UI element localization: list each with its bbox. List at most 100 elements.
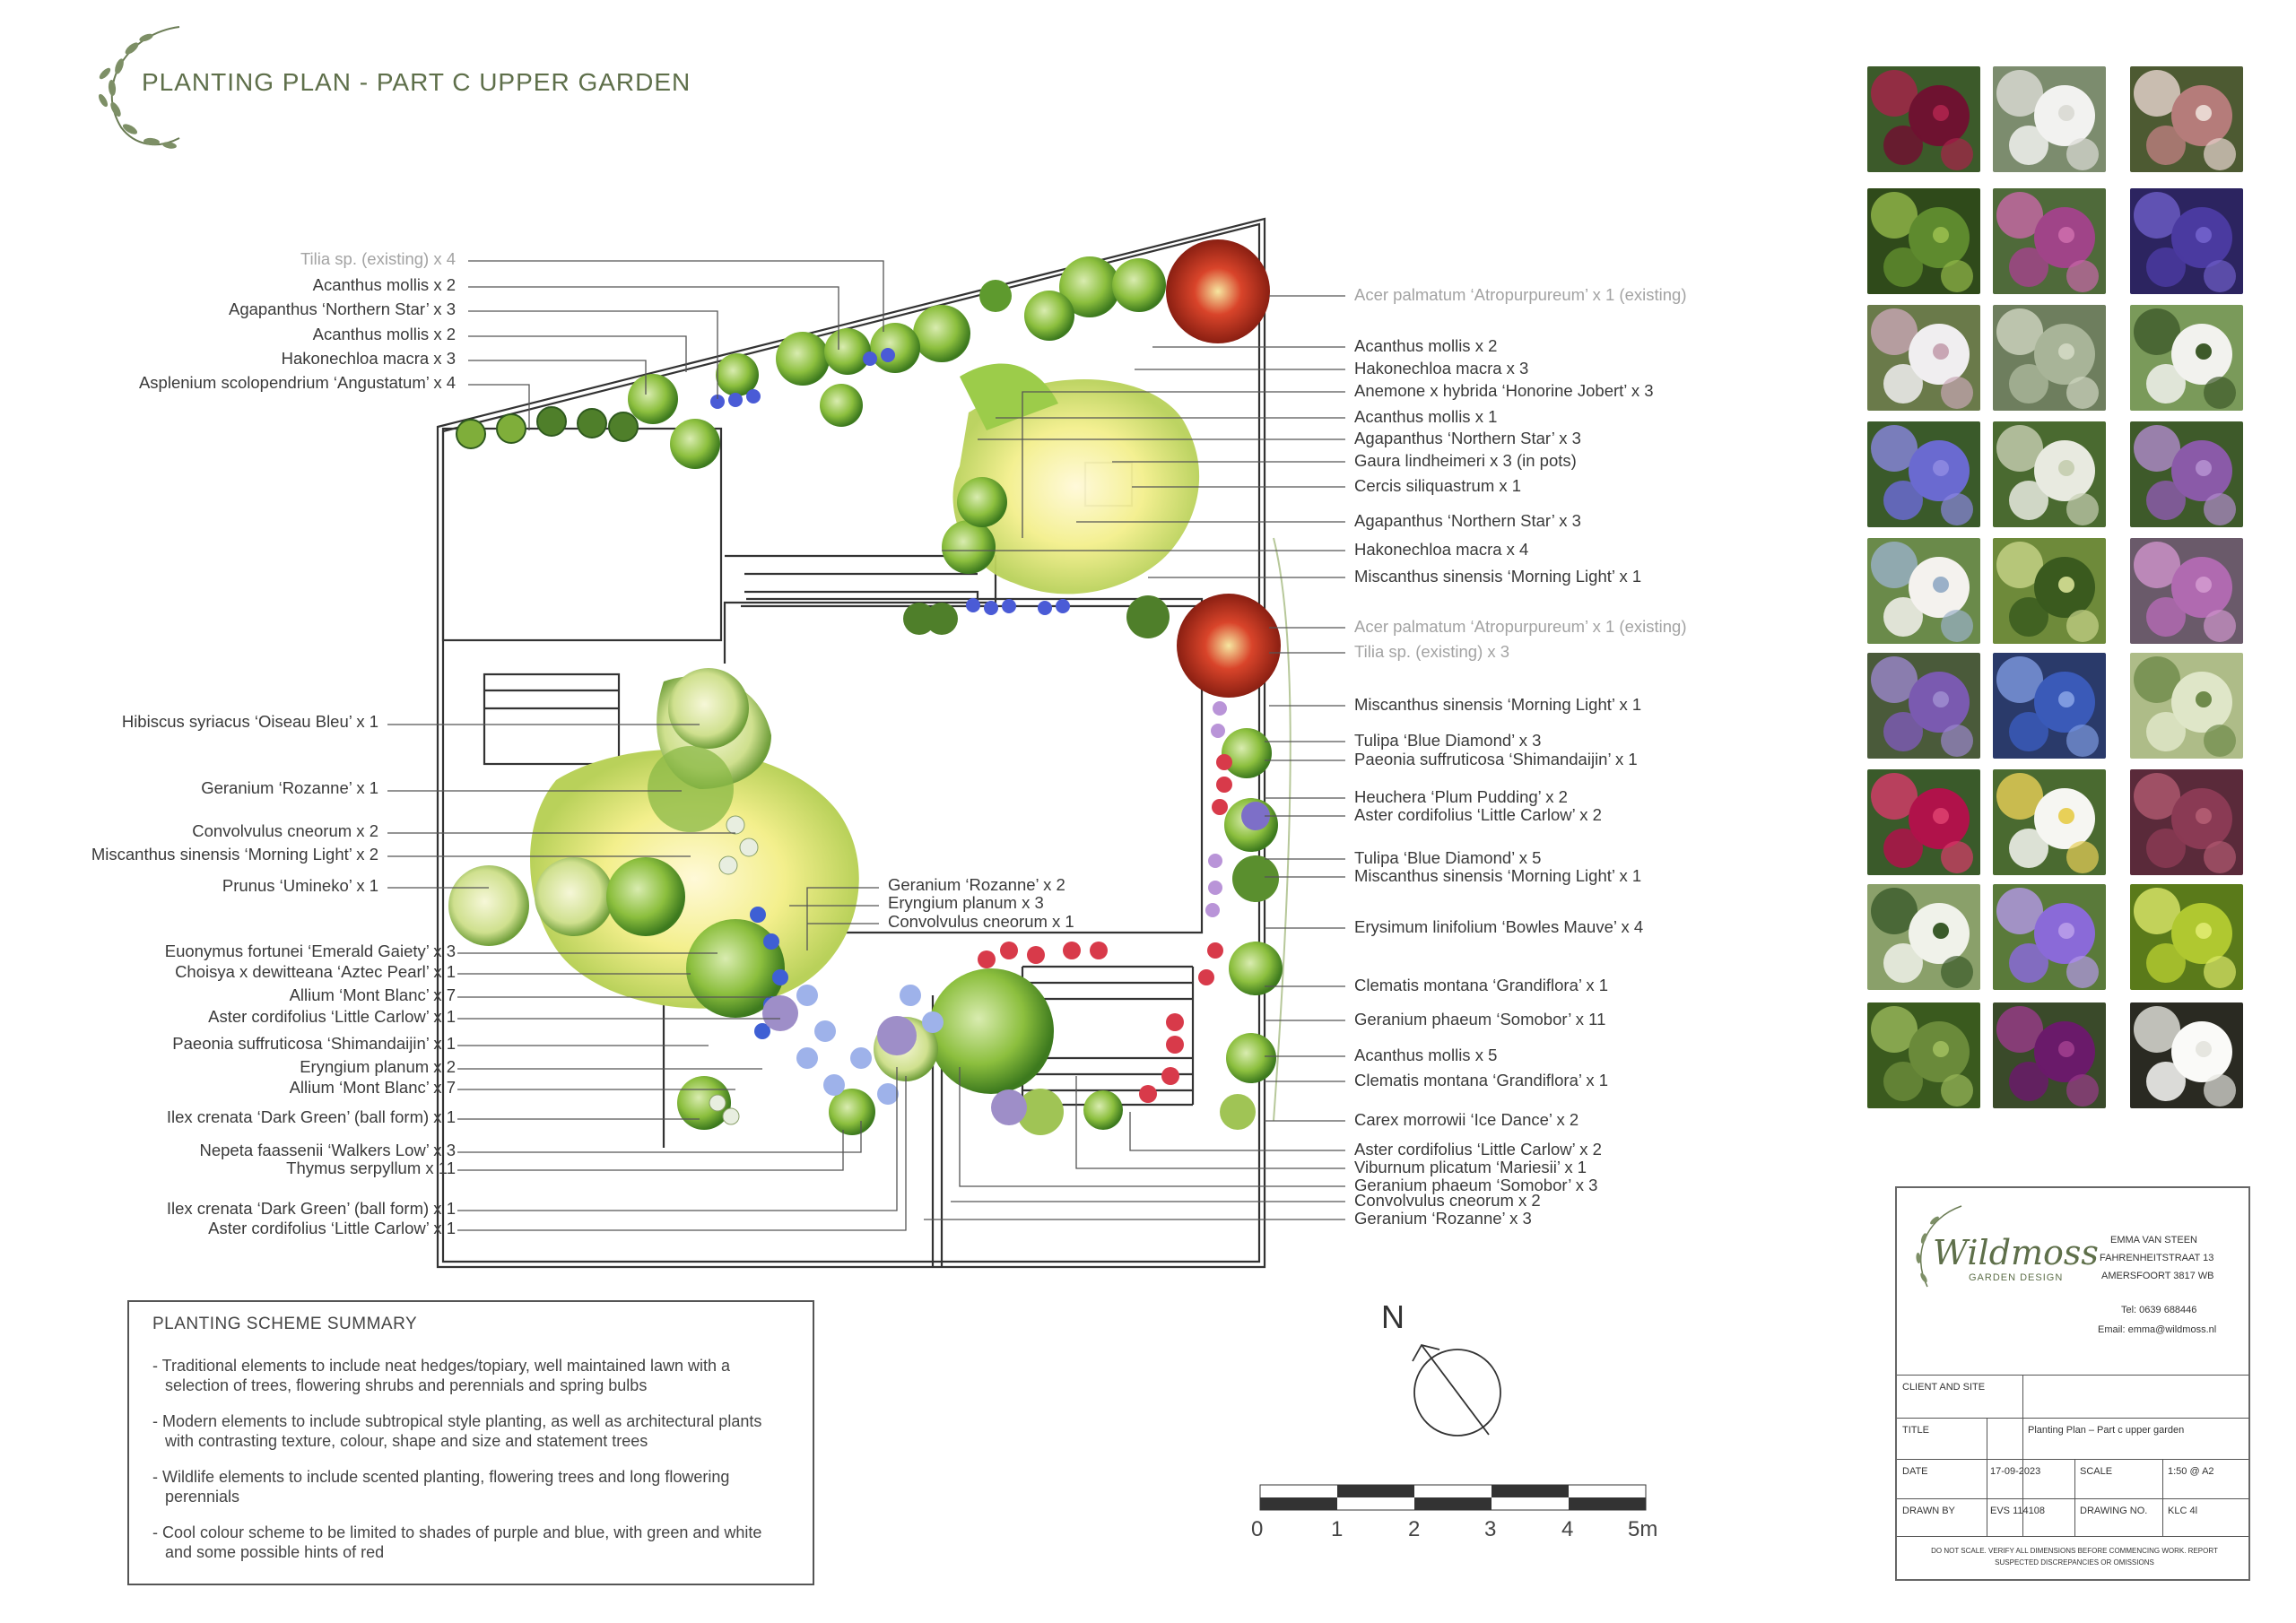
plant-label: Hakonechloa macra x 3 xyxy=(1354,359,1529,378)
scale-label: SCALE xyxy=(2080,1466,2113,1477)
plant-label: Aster cordifolius ‘Little Carlow’ x 1 xyxy=(208,1219,456,1237)
plant-label: Geranium phaeum ‘Somobor’ x 3 xyxy=(1354,1176,1598,1194)
geranium-phaeum-photo xyxy=(1867,66,1980,172)
scale-tick-label: 1 xyxy=(1331,1517,1344,1541)
plant-label: Agapanthus ‘Northern Star’ x 3 xyxy=(229,299,456,318)
designer-name: EMMA VAN STEEN xyxy=(2110,1235,2197,1245)
plant-label: Acanthus mollis x 2 xyxy=(312,275,456,294)
plant-label: Tulipa ‘Blue Diamond’ x 5 xyxy=(1354,848,1542,867)
plant-label: Erysimum linifolium ‘Bowles Mauve’ x 4 xyxy=(1354,917,1644,936)
plant-label: Aster cordifolius ‘Little Carlow’ x 2 xyxy=(1354,1140,1602,1159)
title-label: TITLE xyxy=(1902,1425,1929,1436)
drawn-by-label: DRAWN BY xyxy=(1902,1506,1955,1516)
plant-label: Acanthus mollis x 2 xyxy=(312,325,456,343)
scale-tick-label: 0 xyxy=(1251,1517,1264,1541)
eryngium-photo xyxy=(1993,653,2106,759)
plant-label: Miscanthus sinensis ‘Morning Light’ x 1 xyxy=(1354,866,1642,885)
plant-label: Prunus ‘Umineko’ x 1 xyxy=(222,876,378,895)
plant-label: Geranium ‘Rozanne’ x 1 xyxy=(201,778,378,797)
nepeta-photo xyxy=(1867,653,1980,759)
plant-label: Agapanthus ‘Northern Star’ x 3 xyxy=(1354,429,1581,447)
drawn-by-value: EVS 114108 xyxy=(1990,1506,2045,1516)
miscanthus-photo xyxy=(1993,305,2106,411)
plant-label: Carex morrowii ‘Ice Dance’ x 2 xyxy=(1354,1110,1579,1129)
plant-label: Paeonia suffruticosa ‘Shimandaijin’ x 1 xyxy=(172,1034,456,1053)
plant-label: Hibiscus syriacus ‘Oiseau Bleu’ x 1 xyxy=(121,712,378,731)
plant-label: Allium ‘Mont Blanc’ x 7 xyxy=(289,985,456,1004)
anemone-photo xyxy=(1993,769,2106,875)
plant-label: Acer palmatum ‘Atropurpureum’ x 1 (exist… xyxy=(1354,617,1687,636)
disclaimer: DO NOT SCALE. VERIFY ALL DIMENSIONS BEFO… xyxy=(1931,1547,2218,1567)
drawing-no-label: DRAWING NO. xyxy=(2080,1506,2148,1516)
plant-label: Ilex crenata ‘Dark Green’ (ball form) x … xyxy=(166,1107,456,1126)
wildmoss-logo-text: Wildmoss xyxy=(1933,1233,2099,1272)
erysimum-photo xyxy=(2130,421,2243,527)
plant-label: Clematis montana ‘Grandiflora’ x 1 xyxy=(1354,976,1609,994)
prunus-photo xyxy=(1867,538,1980,644)
agapanthus-photo xyxy=(2130,188,2243,294)
plant-label: Clematis montana ‘Grandiflora’ x 1 xyxy=(1354,1071,1609,1089)
plant-label: Geranium ‘Rozanne’ x 2 xyxy=(888,875,1065,894)
plant-label: Eryngium planum x 3 xyxy=(888,893,1044,912)
title-value: Planting Plan – Part c upper garden xyxy=(2028,1425,2185,1436)
plant-label: Miscanthus sinensis ‘Morning Light’ x 2 xyxy=(91,845,378,864)
title-block: Wildmoss GARDEN DESIGN EMMA VAN STEEN FA… xyxy=(1895,1186,2250,1581)
compass-icon xyxy=(1412,1343,1501,1436)
client-label: CLIENT AND SITE xyxy=(1902,1382,1986,1393)
plant-label: Convolvulus cneorum x 1 xyxy=(888,912,1074,931)
plant-label: Eryngium planum x 2 xyxy=(300,1057,456,1076)
plant-label: Acanthus mollis x 2 xyxy=(1354,336,1498,355)
carex-photo xyxy=(1993,538,2106,644)
scale-bar xyxy=(1259,1484,1647,1511)
tulipa-photo xyxy=(1993,1002,2106,1108)
telephone: Tel: 0639 688446 xyxy=(2121,1305,2197,1315)
summary-point: - Wildlife elements to include scented p… xyxy=(152,1468,730,1506)
plant-label: Convolvulus cneorum x 2 xyxy=(1354,1191,1541,1210)
plant-label: Aster cordifolius ‘Little Carlow’ x 1 xyxy=(208,1007,456,1026)
plant-label: Miscanthus sinensis ‘Morning Light’ x 1 xyxy=(1354,695,1642,714)
geranium-rozanne-photo xyxy=(1867,421,1980,527)
hakonechloa-photo xyxy=(1867,188,1980,294)
email: Email: emma@wildmoss.nl xyxy=(2098,1324,2217,1335)
scale-tick-label: 2 xyxy=(1408,1517,1421,1541)
plant-label: Viburnum plicatum ‘Mariesii’ x 1 xyxy=(1354,1158,1587,1176)
summary-point: - Modern elements to include subtropical… xyxy=(152,1412,762,1450)
clematis-photo xyxy=(2130,1002,2243,1108)
heuchera-photo xyxy=(2130,769,2243,875)
plant-label: Tilia sp. (existing) x 4 xyxy=(300,249,456,268)
page-title: PLANTING PLAN - PART C UPPER GARDEN xyxy=(142,68,691,96)
acanthus-photo xyxy=(2130,66,2243,172)
date-value: 17-09-2023 xyxy=(1990,1466,2041,1477)
plant-label: Tilia sp. (existing) x 3 xyxy=(1354,642,1510,661)
aster-photo xyxy=(2130,538,2243,644)
plant-label: Ilex crenata ‘Dark Green’ (ball form) x … xyxy=(166,1199,456,1218)
plant-label: Hakonechloa macra x 3 xyxy=(281,349,456,368)
plant-label: Thymus serpyllum x 11 xyxy=(286,1159,456,1177)
plant-label: Cercis siliquastrum x 1 xyxy=(1354,476,1522,495)
hakonechloa2-photo xyxy=(2130,884,2243,990)
plant-label: Paeonia suffruticosa ‘Shimandaijin’ x 1 xyxy=(1354,750,1638,768)
plant-label: Allium ‘Mont Blanc’ x 7 xyxy=(289,1078,456,1097)
plant-label: Asplenium scolopendrium ‘Angustatum’ x 4 xyxy=(138,373,456,392)
drawing-no-value: KLC 4l xyxy=(2168,1506,2198,1516)
wreath-logo-icon xyxy=(98,26,180,149)
street-address: FAHRENHEITSTRAAT 13 xyxy=(2100,1253,2214,1263)
scale-tick-label: 3 xyxy=(1484,1517,1497,1541)
cercis-photo xyxy=(1993,188,2106,294)
summary-heading: PLANTING SCHEME SUMMARY xyxy=(152,1315,418,1333)
summary-point: - Traditional elements to include neat h… xyxy=(152,1357,731,1394)
plant-label: Geranium ‘Rozanne’ x 3 xyxy=(1354,1209,1532,1228)
summary-point: - Cool colour scheme to be limited to sh… xyxy=(152,1523,762,1561)
plant-label: Euonymus fortunei ‘Emerald Gaiety’ x 3 xyxy=(164,942,456,960)
wildmoss-wreath-icon xyxy=(1916,1205,1962,1288)
plant-label: Aster cordifolius ‘Little Carlow’ x 2 xyxy=(1354,805,1602,824)
plant-label: Hakonechloa macra x 4 xyxy=(1354,540,1529,559)
plant-label: Heuchera ‘Plum Pudding’ x 2 xyxy=(1354,787,1568,806)
viburnum-photo xyxy=(2130,305,2243,411)
paeonia-photo xyxy=(1867,769,1980,875)
gaura-photo xyxy=(1867,305,1980,411)
plant-label: Choisya x dewitteana ‘Aztec Pearl’ x 1 xyxy=(175,962,456,981)
convolvulus-photo xyxy=(1993,66,2106,172)
plant-label: Nepeta faassenii ‘Walkers Low’ x 3 xyxy=(199,1141,456,1159)
